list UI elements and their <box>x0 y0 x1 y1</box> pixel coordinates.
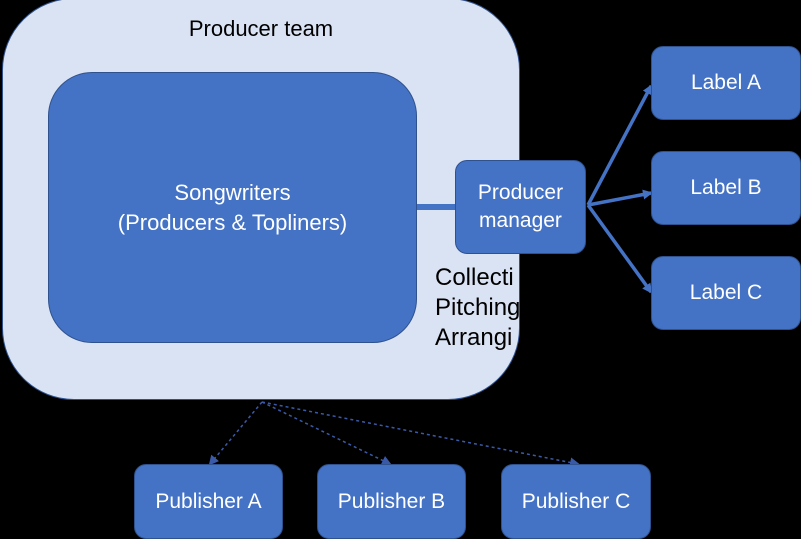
team-to-publisher-a-arrow <box>208 401 263 466</box>
duty-collecting: Collecti <box>435 264 514 291</box>
manager-line-2: manager <box>479 209 562 232</box>
publisher-b-box: Publisher B <box>317 464 466 539</box>
songwriters-title: Songwriters <box>174 179 291 205</box>
publisher-c-text: Publisher C <box>521 489 631 513</box>
label-c-box: Label C <box>651 256 801 330</box>
manager-duties-text: Collecti Pitching Arrangi <box>435 263 535 355</box>
duty-arranging: Arrangi <box>435 324 513 351</box>
producer-manager-box: Producer manager <box>455 160 586 254</box>
publisher-a-text: Publisher A <box>155 489 262 513</box>
label-a-text: Label A <box>690 71 762 94</box>
producer-team-title: Producer team <box>188 16 334 41</box>
songwriters-box: Songwriters (Producers & Topliners) <box>48 72 417 343</box>
manager-to-label-b-arrow <box>587 189 653 207</box>
publisher-b-text: Publisher B <box>337 489 446 513</box>
songwriters-subtitle: (Producers & Topliners) <box>117 209 348 235</box>
manager-to-label-a-arrow <box>586 84 653 206</box>
publisher-a-box: Publisher A <box>134 464 283 539</box>
manager-to-label-c-arrow <box>586 203 653 294</box>
team-to-publisher-b-arrow <box>261 401 392 466</box>
team-to-publisher-c-arrow <box>261 401 580 468</box>
publisher-c-box: Publisher C <box>501 464 651 539</box>
label-a-box: Label A <box>651 46 801 120</box>
label-b-text: Label B <box>690 176 762 199</box>
label-b-box: Label B <box>651 151 801 225</box>
manager-line-1: Producer <box>477 181 564 204</box>
label-c-text: Label C <box>689 281 763 304</box>
duty-pitching: Pitching <box>435 294 521 321</box>
